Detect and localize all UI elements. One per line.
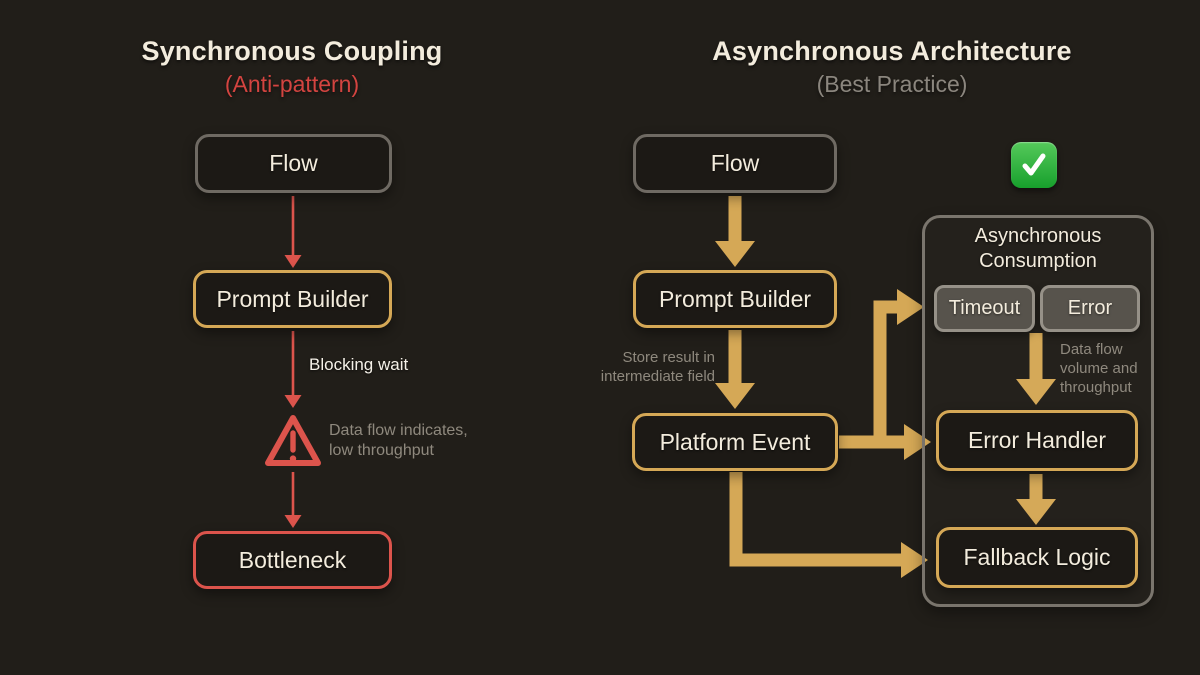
async-consumption-title: Asynchronous Consumption [974, 225, 1102, 272]
arrow-platform-event-to-error-handler [839, 424, 931, 460]
volume-throughput-note: Data flow volume and throughput [1060, 341, 1138, 396]
low-throughput-note: Data flow indicates, low throughput [329, 422, 468, 459]
arrow-platform-event-to-fallback-logic [729, 472, 928, 578]
warning-triangle-icon [265, 415, 321, 466]
fallback-logic-node: Fallback Logic [936, 527, 1138, 588]
right-section-subtitle: (Best Practice) [816, 71, 968, 97]
prompt-builder-node-left: Prompt Builder [193, 270, 392, 328]
arrow-branch-to-timeout [873, 289, 924, 448]
error-handler-node: Error Handler [936, 410, 1138, 471]
right-section-title: Asynchronous Architecture [712, 36, 1072, 66]
arrow-warning-to-bottleneck [284, 472, 302, 528]
async-consumption-panel [922, 215, 1154, 607]
arrow-flow-to-prompt-builder-right [715, 196, 755, 267]
error-chip: Error [1040, 285, 1140, 332]
store-result-note: Store result in intermediate field [600, 349, 715, 385]
arrow-flow-to-prompt-builder-left [284, 196, 302, 268]
arrow-prompt-builder-to-platform-event [715, 330, 755, 409]
left-section-title: Synchronous Coupling [141, 36, 443, 66]
left-section-subtitle: (Anti-pattern) [224, 71, 360, 97]
check-icon [1011, 142, 1057, 188]
bottleneck-node: Bottleneck [193, 531, 392, 589]
arrow-prompt-builder-to-warning [284, 331, 302, 408]
platform-event-node: Platform Event [632, 413, 838, 471]
flow-node-right: Flow [633, 134, 837, 193]
timeout-chip: Timeout [934, 285, 1035, 332]
flow-node-left: Flow [195, 134, 392, 193]
prompt-builder-node-right: Prompt Builder [633, 270, 837, 328]
blocking-wait-label: Blocking wait [309, 355, 409, 374]
